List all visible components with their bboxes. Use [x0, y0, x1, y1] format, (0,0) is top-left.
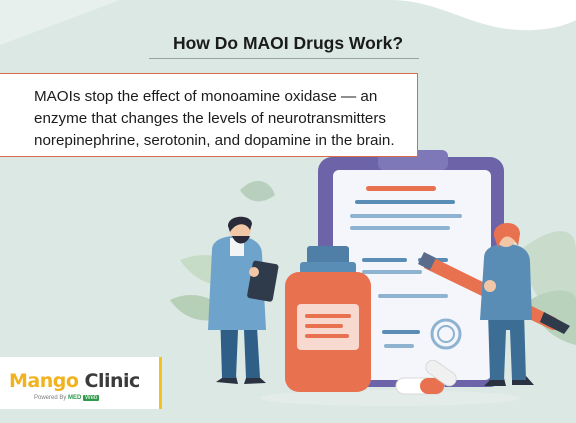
description-text: MAOIs stop the effect of monoamine oxida… [34, 88, 395, 149]
powered-by-prefix: Powered By [34, 395, 67, 401]
right-doctor [480, 222, 534, 386]
capsule-icon [395, 359, 457, 395]
logo-card [0, 357, 162, 409]
pill-bottle-icon [285, 246, 371, 392]
powered-by-tag: Web [83, 395, 100, 401]
brand-second-word: Clinic [84, 370, 141, 392]
brand-logo[interactable]: Mango Clinic [9, 370, 140, 392]
powered-by-line: Powered By MED Web [34, 395, 100, 401]
powered-by-brand: MED [68, 395, 82, 401]
title-underline [149, 58, 419, 59]
left-doctor [208, 216, 279, 384]
page-title: How Do MAOI Drugs Work? [172, 33, 404, 53]
brand-first-word: Mango [9, 370, 79, 392]
description-box [0, 73, 418, 157]
